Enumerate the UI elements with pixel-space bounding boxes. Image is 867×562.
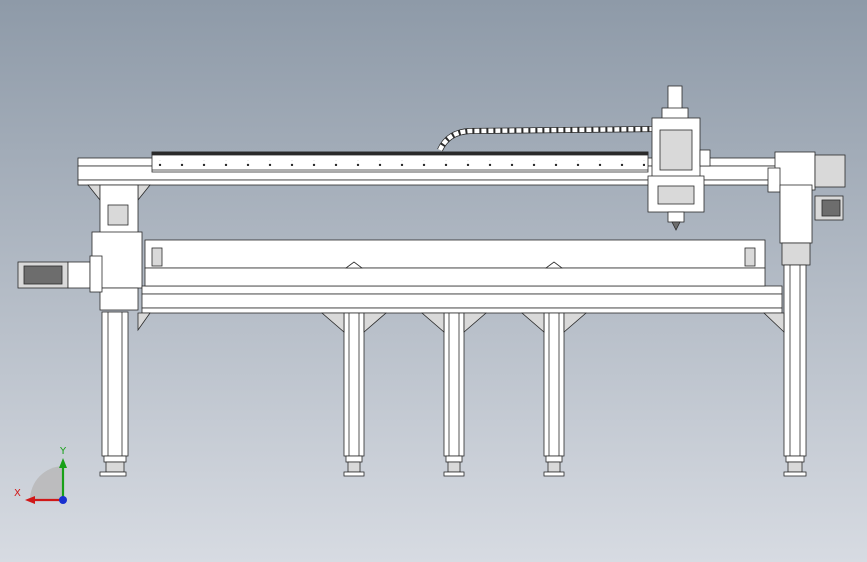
triad-plane-shade (29, 466, 63, 500)
x-axis-label: X (14, 488, 21, 499)
z-axis-dot (59, 496, 67, 504)
support-leg-2 (420, 312, 488, 477)
coordinate-triad: Y X (14, 446, 67, 504)
lower-table-beam (141, 285, 783, 314)
work-fence (144, 239, 766, 287)
left-lower-brackets (137, 312, 151, 332)
upper-right-servo-motor (767, 151, 846, 221)
left-column (91, 184, 143, 477)
gantry-assembly (17, 85, 846, 477)
right-column (762, 184, 813, 477)
left-servo-motor (17, 255, 103, 293)
z-axis-carriage (647, 85, 711, 231)
cable-drag-chain (437, 126, 656, 152)
y-axis-arrow (59, 458, 67, 468)
x-axis-arrow (25, 496, 35, 504)
support-leg-1 (320, 312, 388, 477)
y-axis-label: Y (59, 446, 67, 457)
upper-gantry-beam (77, 151, 779, 186)
support-leg-3 (520, 312, 588, 477)
